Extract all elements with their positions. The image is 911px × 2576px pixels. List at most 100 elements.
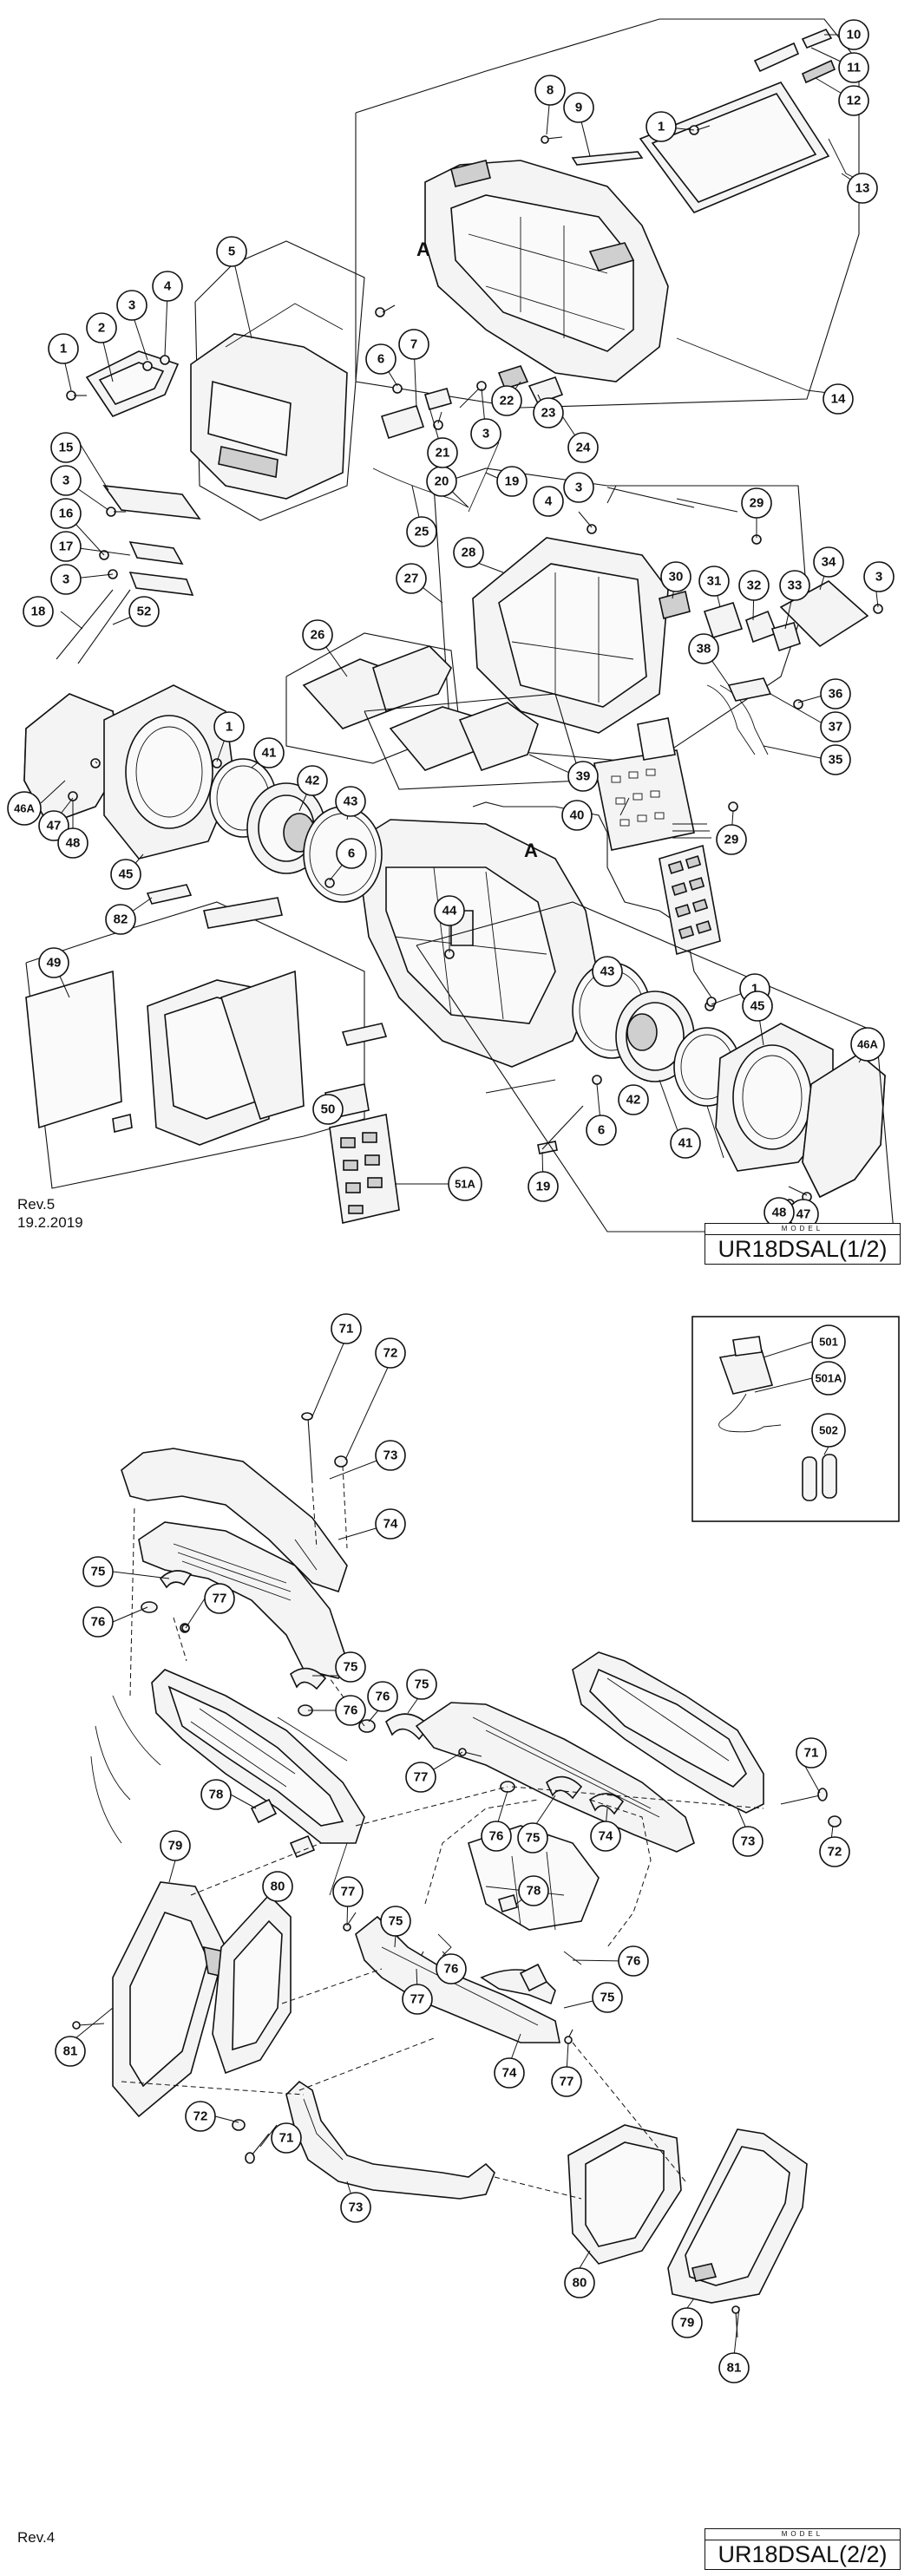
small-boards bbox=[102, 485, 201, 596]
svg-text:39: 39 bbox=[576, 769, 591, 784]
svg-text:73: 73 bbox=[741, 1834, 756, 1849]
callout-24: 24 bbox=[567, 432, 599, 463]
svg-text:41: 41 bbox=[262, 746, 277, 761]
model-caption-2: MODEL bbox=[705, 2530, 900, 2540]
svg-text:3: 3 bbox=[575, 481, 582, 495]
callout-3e: 3 bbox=[563, 472, 594, 503]
svg-text:15: 15 bbox=[59, 441, 74, 455]
handle-73-right bbox=[572, 1651, 764, 1814]
callout-35: 35 bbox=[820, 744, 851, 775]
svg-text:76: 76 bbox=[489, 1829, 504, 1844]
callout-78-b: 78 bbox=[518, 1875, 549, 1906]
callout-19a: 19 bbox=[496, 466, 528, 497]
model-name: UR18DSAL(1/2) bbox=[718, 1236, 888, 1262]
callout-4a: 4 bbox=[152, 271, 183, 302]
callout-77-b: 77 bbox=[405, 1762, 436, 1793]
callout-43a: 43 bbox=[335, 786, 366, 817]
callout-72-b: 72 bbox=[819, 1836, 850, 1867]
callout-9: 9 bbox=[563, 92, 594, 123]
svg-text:7: 7 bbox=[410, 337, 417, 352]
callout-6c: 6 bbox=[586, 1115, 617, 1146]
callout-38: 38 bbox=[688, 633, 719, 664]
svg-text:14: 14 bbox=[831, 392, 846, 407]
svg-text:74: 74 bbox=[502, 2066, 517, 2081]
svg-text:47: 47 bbox=[796, 1207, 811, 1222]
clips-top-left bbox=[141, 1570, 193, 1633]
callout-48b: 48 bbox=[764, 1197, 795, 1228]
callout-19b: 19 bbox=[528, 1171, 559, 1202]
svg-text:30: 30 bbox=[669, 570, 684, 585]
callout-72-c: 72 bbox=[185, 2101, 216, 2132]
svg-text:75: 75 bbox=[415, 1677, 429, 1692]
callout-29b: 29 bbox=[716, 824, 747, 855]
svg-text:28: 28 bbox=[462, 546, 476, 560]
callout-26: 26 bbox=[302, 619, 333, 651]
svg-text:16: 16 bbox=[59, 507, 74, 521]
callout-6b: 6 bbox=[336, 838, 367, 869]
callout-42a: 42 bbox=[297, 765, 328, 796]
callout-77-d: 77 bbox=[402, 1984, 433, 2015]
svg-text:501A: 501A bbox=[815, 1372, 842, 1385]
svg-text:29: 29 bbox=[750, 496, 764, 511]
svg-text:40: 40 bbox=[570, 808, 585, 823]
svg-text:6: 6 bbox=[377, 352, 384, 367]
callout-23: 23 bbox=[533, 397, 564, 428]
svg-text:2: 2 bbox=[98, 321, 105, 336]
cables-35-38 bbox=[706, 677, 772, 755]
svg-text:76: 76 bbox=[444, 1962, 459, 1977]
nut-72-top bbox=[334, 1455, 348, 1468]
callout-3c: 3 bbox=[50, 564, 82, 595]
callout-31: 31 bbox=[698, 566, 730, 597]
knobs bbox=[659, 591, 801, 652]
svg-text:502: 502 bbox=[819, 1424, 838, 1437]
part-82 bbox=[146, 884, 193, 905]
svg-text:71: 71 bbox=[339, 1322, 354, 1337]
svg-text:80: 80 bbox=[271, 1880, 285, 1894]
callout-34: 34 bbox=[813, 546, 844, 578]
front-panel-group bbox=[25, 897, 388, 1189]
svg-text:17: 17 bbox=[59, 539, 74, 554]
svg-text:81: 81 bbox=[727, 2361, 742, 2376]
callout-49: 49 bbox=[38, 947, 69, 978]
callout-15: 15 bbox=[50, 432, 82, 463]
callout-75-c: 75 bbox=[406, 1669, 437, 1700]
svg-text:76: 76 bbox=[626, 1954, 641, 1969]
callout-48a: 48 bbox=[57, 827, 88, 859]
svg-text:75: 75 bbox=[91, 1565, 106, 1579]
callout-72-top: 72 bbox=[375, 1337, 406, 1369]
svg-text:4: 4 bbox=[545, 494, 553, 509]
callout-51a: 51A bbox=[448, 1167, 482, 1201]
rod-upper-29 bbox=[606, 487, 738, 513]
callout-18: 18 bbox=[23, 596, 54, 627]
svg-text:47: 47 bbox=[47, 819, 62, 834]
callout-12: 12 bbox=[838, 85, 869, 116]
svg-text:72: 72 bbox=[383, 1346, 398, 1361]
svg-text:22: 22 bbox=[500, 394, 514, 409]
svg-text:79: 79 bbox=[680, 2316, 695, 2331]
marker-a-top: A bbox=[416, 239, 430, 260]
callout-80-a: 80 bbox=[262, 1871, 293, 1902]
marker-a-mid: A bbox=[524, 840, 538, 861]
svg-text:45: 45 bbox=[119, 867, 134, 882]
svg-text:36: 36 bbox=[829, 687, 843, 702]
svg-text:41: 41 bbox=[678, 1136, 693, 1151]
callout-32: 32 bbox=[738, 570, 770, 601]
callout-1a: 1 bbox=[48, 333, 79, 364]
svg-text:74: 74 bbox=[599, 1829, 613, 1844]
handle-73-lower bbox=[285, 2080, 495, 2200]
callout-41a: 41 bbox=[253, 737, 285, 768]
svg-text:29: 29 bbox=[724, 833, 739, 847]
screw-71-top bbox=[301, 1412, 313, 1484]
callout-73-c: 73 bbox=[340, 2192, 371, 2223]
end-cap-80-left bbox=[212, 1893, 292, 2075]
svg-text:1: 1 bbox=[226, 720, 233, 735]
svg-text:46A: 46A bbox=[857, 1038, 878, 1051]
front-right-outline bbox=[416, 901, 895, 1232]
callout-11: 11 bbox=[838, 52, 869, 83]
svg-text:32: 32 bbox=[747, 579, 762, 593]
callout-74-c: 74 bbox=[494, 2057, 525, 2089]
svg-text:75: 75 bbox=[526, 1831, 541, 1846]
callout-76-a: 76 bbox=[82, 1606, 114, 1638]
svg-text:18: 18 bbox=[31, 605, 46, 619]
svg-text:35: 35 bbox=[829, 753, 843, 768]
